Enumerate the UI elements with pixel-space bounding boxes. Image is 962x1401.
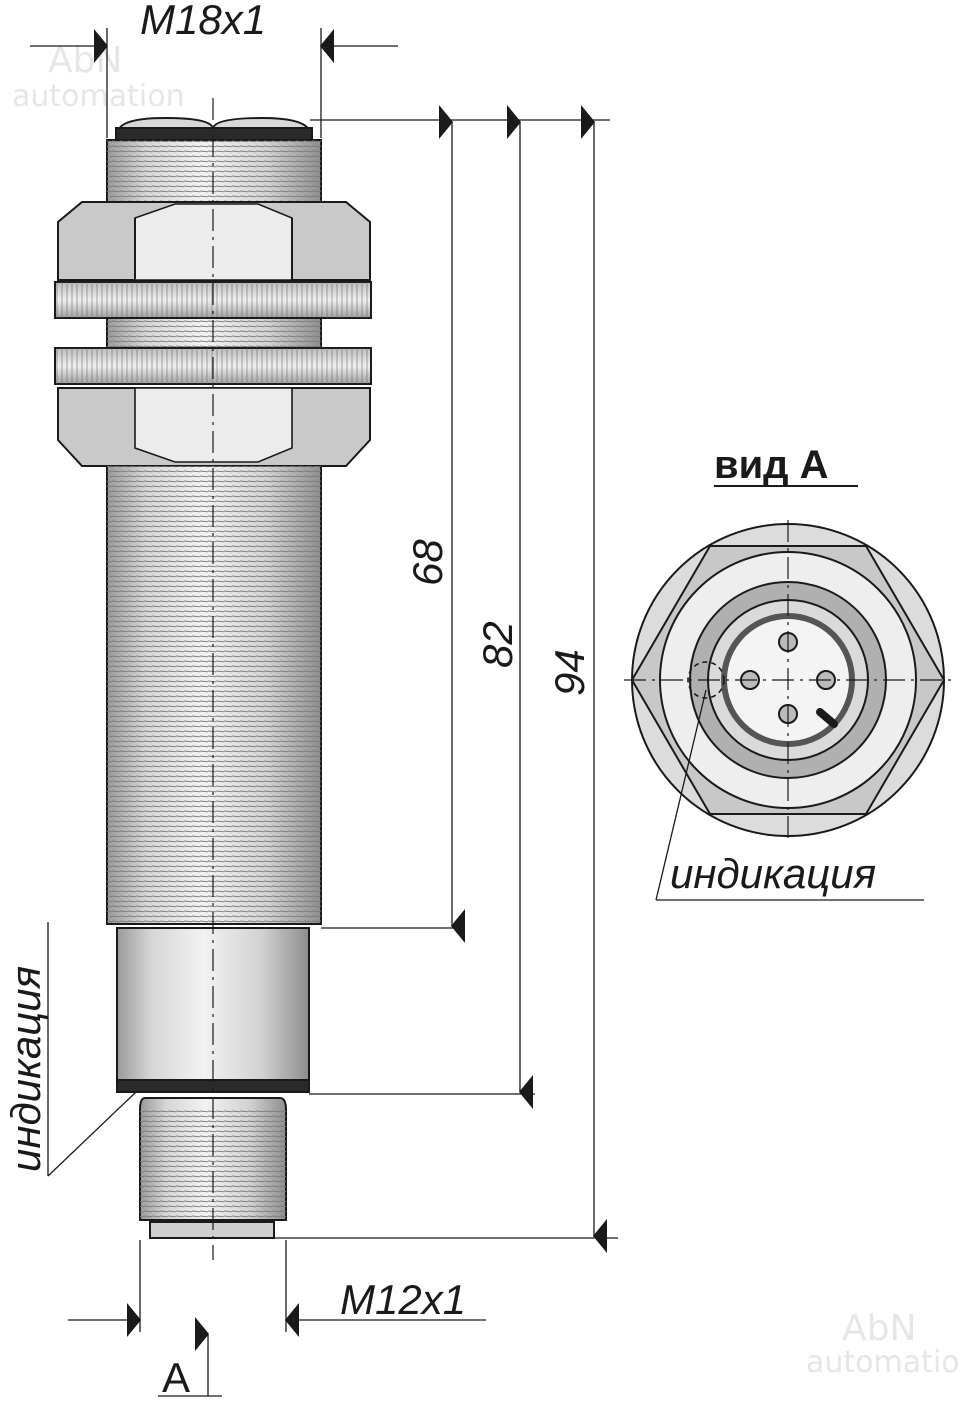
watermark-sub-top: automation: [12, 79, 185, 114]
top-ring: [115, 127, 313, 141]
connector-base: [149, 1221, 275, 1239]
indication-side-label: индикация: [2, 966, 49, 1172]
watermark-top: AbN automation: [12, 40, 185, 114]
dimension-68-label: 68: [404, 539, 451, 586]
watermark-bottom: AbN automation: [806, 1308, 962, 1380]
sensor-side-view: [54, 116, 372, 1239]
watermark-brand-top: AbN: [48, 40, 122, 81]
indicator-led-outline: [687, 661, 725, 699]
watermark-brand-bottom: AbN: [842, 1308, 916, 1349]
dimensions: [30, 28, 618, 1397]
thread-top-label: M18x1: [140, 0, 266, 43]
indication-leader: [655, 689, 707, 901]
watermark-sub-bottom: automation: [806, 1345, 962, 1380]
dimension-94-label: 94: [546, 649, 593, 696]
indication-view-label: индикация: [670, 850, 876, 897]
dimension-82-label: 82: [474, 621, 521, 668]
key-slot: [816, 708, 838, 728]
view-a-marker-label: A: [162, 1354, 190, 1401]
view-a-title: вид А: [714, 443, 829, 487]
thread-bottom-label: M12x1: [340, 1276, 466, 1323]
